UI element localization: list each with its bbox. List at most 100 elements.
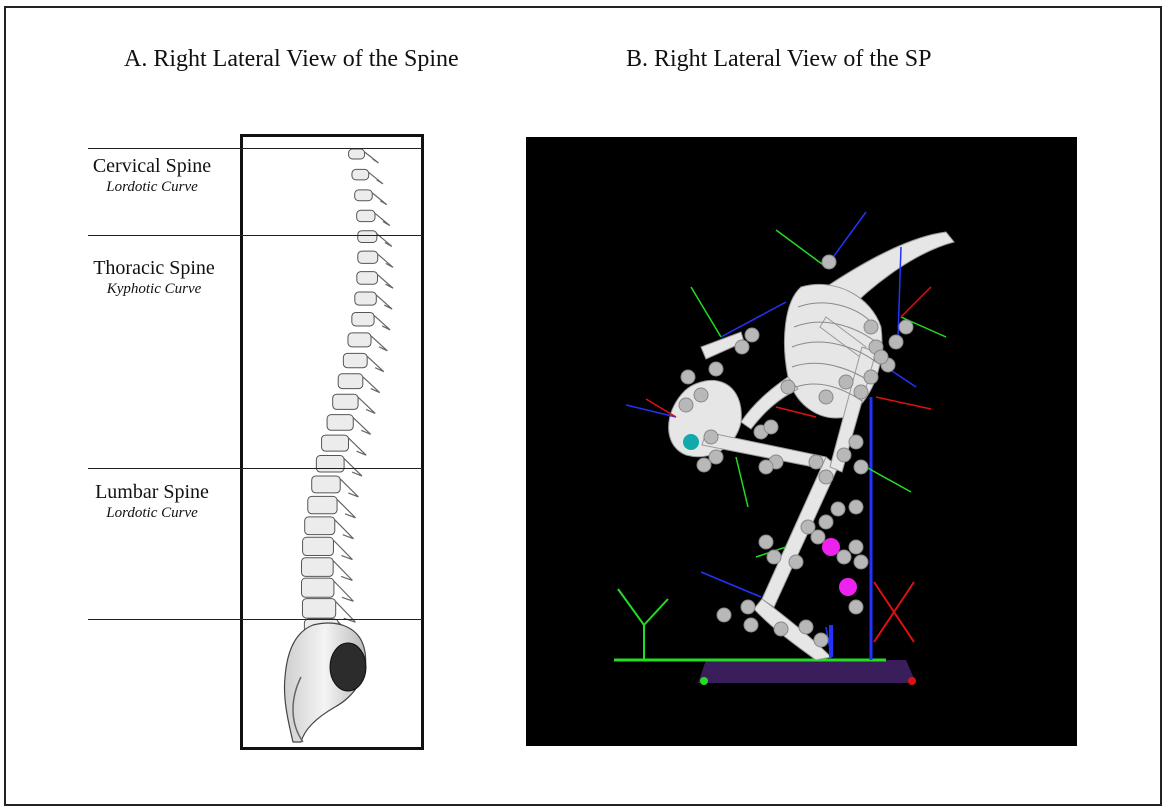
marker-ball <box>854 460 868 474</box>
y-axis-glyph <box>618 589 668 660</box>
marker-ball <box>764 420 778 434</box>
marker-ball <box>854 555 868 569</box>
marker-ball <box>889 335 903 349</box>
foot-bone <box>754 599 831 660</box>
divider-lumbar-sacral <box>88 619 422 620</box>
highlight-marker-ankle <box>839 578 857 596</box>
marker-ball <box>741 600 755 614</box>
vertebra <box>302 599 335 619</box>
marker-ball <box>774 622 788 636</box>
vertebra-process <box>371 336 387 351</box>
vertebra <box>355 190 373 201</box>
vertebra <box>352 312 374 325</box>
marker-ball <box>831 502 845 516</box>
vertebra-process <box>337 499 355 517</box>
vertebra <box>355 292 376 305</box>
marker-ball <box>759 535 773 549</box>
spine-illustration <box>243 137 421 747</box>
x-axis-glyph <box>874 582 914 642</box>
vertebra <box>357 272 378 285</box>
cervical-label: Cervical Spine Lordotic Curve <box>72 154 232 196</box>
thoracic-curve: Kyphotic Curve <box>74 280 234 298</box>
marker-ball <box>781 380 795 394</box>
skeleton <box>669 232 954 660</box>
vertebra <box>303 537 334 555</box>
vertebra <box>349 149 365 159</box>
marker-ball <box>819 470 833 484</box>
marker-ball <box>814 633 828 647</box>
vertebra-process <box>372 193 387 205</box>
panel-a-title: A. Right Lateral View of the Spine <box>124 46 459 73</box>
marker-ball <box>819 390 833 404</box>
thoracic-label: Thoracic Spine Kyphotic Curve <box>74 256 234 298</box>
marker-ball <box>849 540 863 554</box>
marker-ball <box>704 430 718 444</box>
highlight-marker-hip <box>683 434 699 450</box>
divider-thoracic-lumbar <box>88 468 422 469</box>
spine-illustration-box <box>240 134 424 750</box>
cervical-name: Cervical Spine <box>72 154 232 178</box>
vertebra <box>316 456 344 473</box>
lumbar-label: Lumbar Spine Lordotic Curve <box>72 480 232 522</box>
panel-b-title: B. Right Lateral View of the SP <box>626 46 931 73</box>
vertebra-process <box>378 254 393 267</box>
highlight-marker-knee <box>822 538 840 556</box>
marker-ball <box>849 435 863 449</box>
lumbar-name: Lumbar Spine <box>72 480 232 504</box>
vertebra <box>312 476 341 493</box>
marker-ball <box>694 388 708 402</box>
vertebra-process <box>376 295 392 309</box>
marker-ball <box>745 328 759 342</box>
marker-ball <box>735 340 749 354</box>
marker-ball <box>717 608 731 622</box>
vertebra <box>352 169 369 179</box>
vertebra-process <box>340 479 358 497</box>
marker-ball <box>811 530 825 544</box>
vertebra-process <box>363 377 380 393</box>
vertebra-process <box>335 520 354 539</box>
marker-ball <box>709 362 723 376</box>
vertebra <box>357 210 375 221</box>
force-platform <box>698 660 916 683</box>
vertebra <box>348 333 371 347</box>
marker-ball <box>709 450 723 464</box>
marker-ball <box>681 370 695 384</box>
marker-ball <box>697 458 711 472</box>
marker-ball <box>864 320 878 334</box>
marker-ball <box>822 255 836 269</box>
vertebra <box>302 558 334 577</box>
marker-ball <box>759 460 773 474</box>
vertebra <box>358 251 378 263</box>
cervical-curve: Lordotic Curve <box>72 178 232 196</box>
vertebra <box>333 394 358 409</box>
marker-ball <box>839 375 853 389</box>
marker-ball <box>849 600 863 614</box>
vertebra-process <box>333 540 352 559</box>
vertebra <box>305 517 335 535</box>
marker-ball <box>799 620 813 634</box>
vertebra <box>308 496 337 513</box>
vertebra-process <box>333 561 352 581</box>
vertebra <box>327 415 353 431</box>
vertebra-process <box>353 418 370 435</box>
sacral-shadow <box>330 643 366 691</box>
vertebra-process <box>367 356 384 371</box>
divider-top <box>88 148 422 149</box>
sp-model-panel <box>526 137 1077 746</box>
vertebra-process <box>378 275 394 289</box>
thoracic-name: Thoracic Spine <box>74 256 234 280</box>
marker-ball <box>789 555 803 569</box>
marker-ball <box>837 448 851 462</box>
marker-ball <box>874 350 888 364</box>
sp-model-scene <box>526 137 1077 746</box>
marker-ball <box>849 500 863 514</box>
vertebra-process <box>349 438 367 455</box>
vertebra <box>343 353 367 367</box>
vertebra <box>338 374 363 389</box>
vertebra-process <box>369 172 383 183</box>
divider-cervical-thoracic <box>88 235 422 236</box>
marker-ball <box>864 370 878 384</box>
marker-ball <box>899 320 913 334</box>
marker-ball <box>819 515 833 529</box>
platform-corner-right <box>908 677 916 685</box>
